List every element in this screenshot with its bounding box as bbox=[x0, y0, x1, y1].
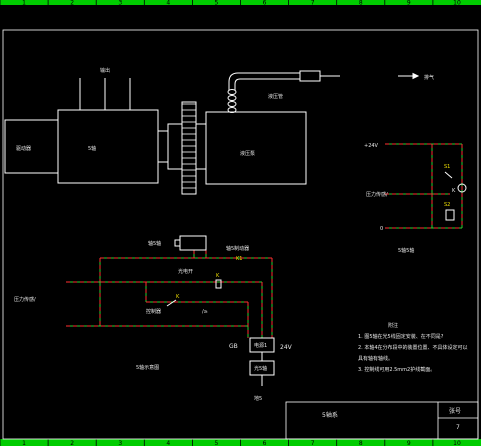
zero-label: 0 bbox=[380, 226, 383, 232]
ruler-number: 7 bbox=[311, 0, 315, 7]
ruler-number: 4 bbox=[166, 0, 170, 7]
bottom-ruler: 1 2 3 4 5 6 7 8 9 10 bbox=[0, 439, 481, 446]
control-label-main: 压力传感/ bbox=[14, 296, 36, 303]
motor-block bbox=[4, 119, 59, 174]
relay-label: 光电开 bbox=[178, 268, 193, 275]
k1-label: K1 bbox=[236, 256, 242, 262]
right-circuit bbox=[385, 143, 467, 229]
right-circuit-caption: 5轴5轴 bbox=[398, 247, 414, 254]
ruler-number: 3 bbox=[118, 0, 122, 7]
pipe-label: 液压管 bbox=[268, 93, 283, 100]
sheet-value: 7 bbox=[456, 424, 460, 431]
supply-24v-label: 24V bbox=[280, 344, 293, 351]
title-block-title: 5轴系 bbox=[322, 411, 338, 419]
top-ruler: 1 2 3 4 5 6 7 8 9 10 bbox=[0, 0, 481, 7]
pipe-nozzle bbox=[299, 70, 321, 82]
note-line: 具有轴有轴线。 bbox=[358, 355, 393, 362]
ruler-number: 9 bbox=[407, 0, 411, 7]
notes-list: 1. 图5轴在光5线固定安装、在不同是? 2. 本轴4在分布段中的装置位置、不具体… bbox=[358, 333, 468, 373]
ruler-number: 2 bbox=[70, 0, 74, 7]
k-label-right: K bbox=[452, 188, 456, 194]
note-line: 3. 控制线可用2.5mm2护线截面。 bbox=[358, 366, 435, 373]
title-block bbox=[285, 401, 479, 440]
exhaust-label: 排气 bbox=[424, 74, 434, 81]
ruler-number: 8 bbox=[359, 440, 363, 446]
ruler-number: 5 bbox=[215, 440, 219, 446]
ruler-number: 8 bbox=[359, 0, 363, 7]
drawing-frame bbox=[2, 29, 479, 440]
relay-k-label: K bbox=[216, 273, 220, 279]
gb-label: GB bbox=[229, 343, 238, 350]
ruler-number: 6 bbox=[263, 0, 267, 7]
output-label: 输出 bbox=[100, 67, 110, 74]
ruler-number: 4 bbox=[166, 440, 170, 446]
note-line: 2. 本轴4在分布段中的装置位置、不具体设定可以 bbox=[358, 344, 468, 351]
note-line: 1. 图5轴在光5线固定安装、在不同是? bbox=[358, 333, 444, 340]
switch-symbol: /≥ bbox=[202, 309, 208, 315]
box1-label: 电源1 bbox=[254, 342, 267, 349]
pump-block bbox=[205, 111, 307, 185]
switch-label: 控制器 bbox=[146, 308, 161, 315]
sensor-label: 轴5轴 bbox=[148, 240, 161, 247]
ruler-number: 10 bbox=[453, 440, 461, 446]
ground-label: 地5 bbox=[254, 395, 262, 402]
gearbox-label: 5轴 bbox=[88, 145, 96, 152]
ruler-number: 5 bbox=[215, 0, 219, 7]
notes-title: 附注 bbox=[388, 322, 398, 329]
ruler-number: 10 bbox=[453, 0, 461, 7]
motor-label: 驱动器 bbox=[16, 145, 31, 152]
ruler-number: 1 bbox=[22, 440, 26, 446]
sheet-label: 张号 bbox=[449, 407, 461, 415]
supply-label: +24V bbox=[364, 143, 379, 149]
s2-label: S2 bbox=[444, 202, 450, 208]
switch-k-label: K bbox=[176, 294, 180, 300]
ruler-number: 7 bbox=[311, 440, 315, 446]
pump-label: 液压泵 bbox=[240, 150, 255, 157]
ruler-number: 1 bbox=[22, 0, 26, 7]
pipe-coil bbox=[227, 89, 237, 113]
ruler-number: 6 bbox=[263, 440, 267, 446]
ruler-number: 2 bbox=[70, 440, 74, 446]
ruler-number: 3 bbox=[118, 440, 122, 446]
relay-coil bbox=[445, 209, 455, 221]
coupling-left bbox=[157, 130, 169, 163]
main-circuit-caption: 5轴示意图 bbox=[136, 364, 159, 371]
sensor-body bbox=[179, 235, 207, 251]
ruler-number: 9 bbox=[407, 440, 411, 446]
relay-k-box bbox=[215, 279, 222, 289]
coupling-mid bbox=[167, 123, 183, 170]
lamp-symbol bbox=[457, 183, 467, 193]
brake-label: 轴5制动器 bbox=[226, 245, 249, 252]
machine-assembly bbox=[4, 70, 420, 195]
main-circuit bbox=[66, 235, 275, 386]
control-label-right: 压力传感/ bbox=[366, 191, 388, 198]
s1-label: S1 bbox=[444, 164, 450, 170]
box2-label: 光5轴 bbox=[254, 365, 267, 372]
gearbox-block bbox=[57, 109, 159, 184]
